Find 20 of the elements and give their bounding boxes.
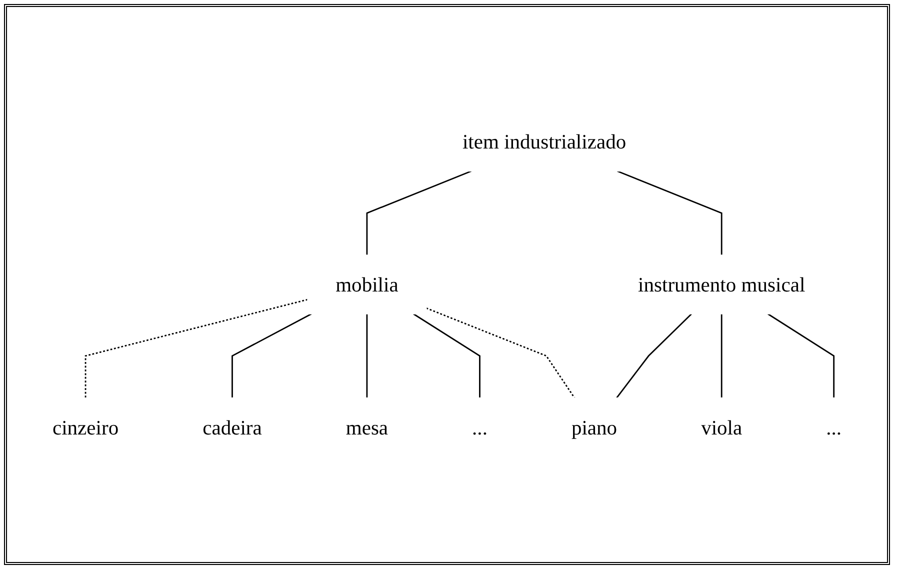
node-text: mesa (346, 416, 388, 439)
node-text: piano (571, 416, 618, 439)
connector (366, 170, 472, 256)
connector (616, 313, 692, 398)
node-text: item industrializado (462, 130, 626, 154)
connector (84, 298, 308, 398)
connector (366, 314, 368, 398)
connector (426, 307, 576, 398)
node-text: ... (472, 416, 488, 439)
node-text: ... (826, 416, 842, 439)
connector (413, 313, 480, 398)
connector (720, 314, 722, 398)
connector (767, 313, 835, 398)
connector (232, 313, 312, 398)
node-text: mobilia (336, 272, 398, 296)
node-text: cinzeiro (52, 416, 119, 439)
node-text: cadeira (202, 416, 262, 439)
node-text: viola (701, 416, 742, 439)
node-text: instrumento musical (638, 272, 806, 296)
connector (617, 170, 722, 256)
